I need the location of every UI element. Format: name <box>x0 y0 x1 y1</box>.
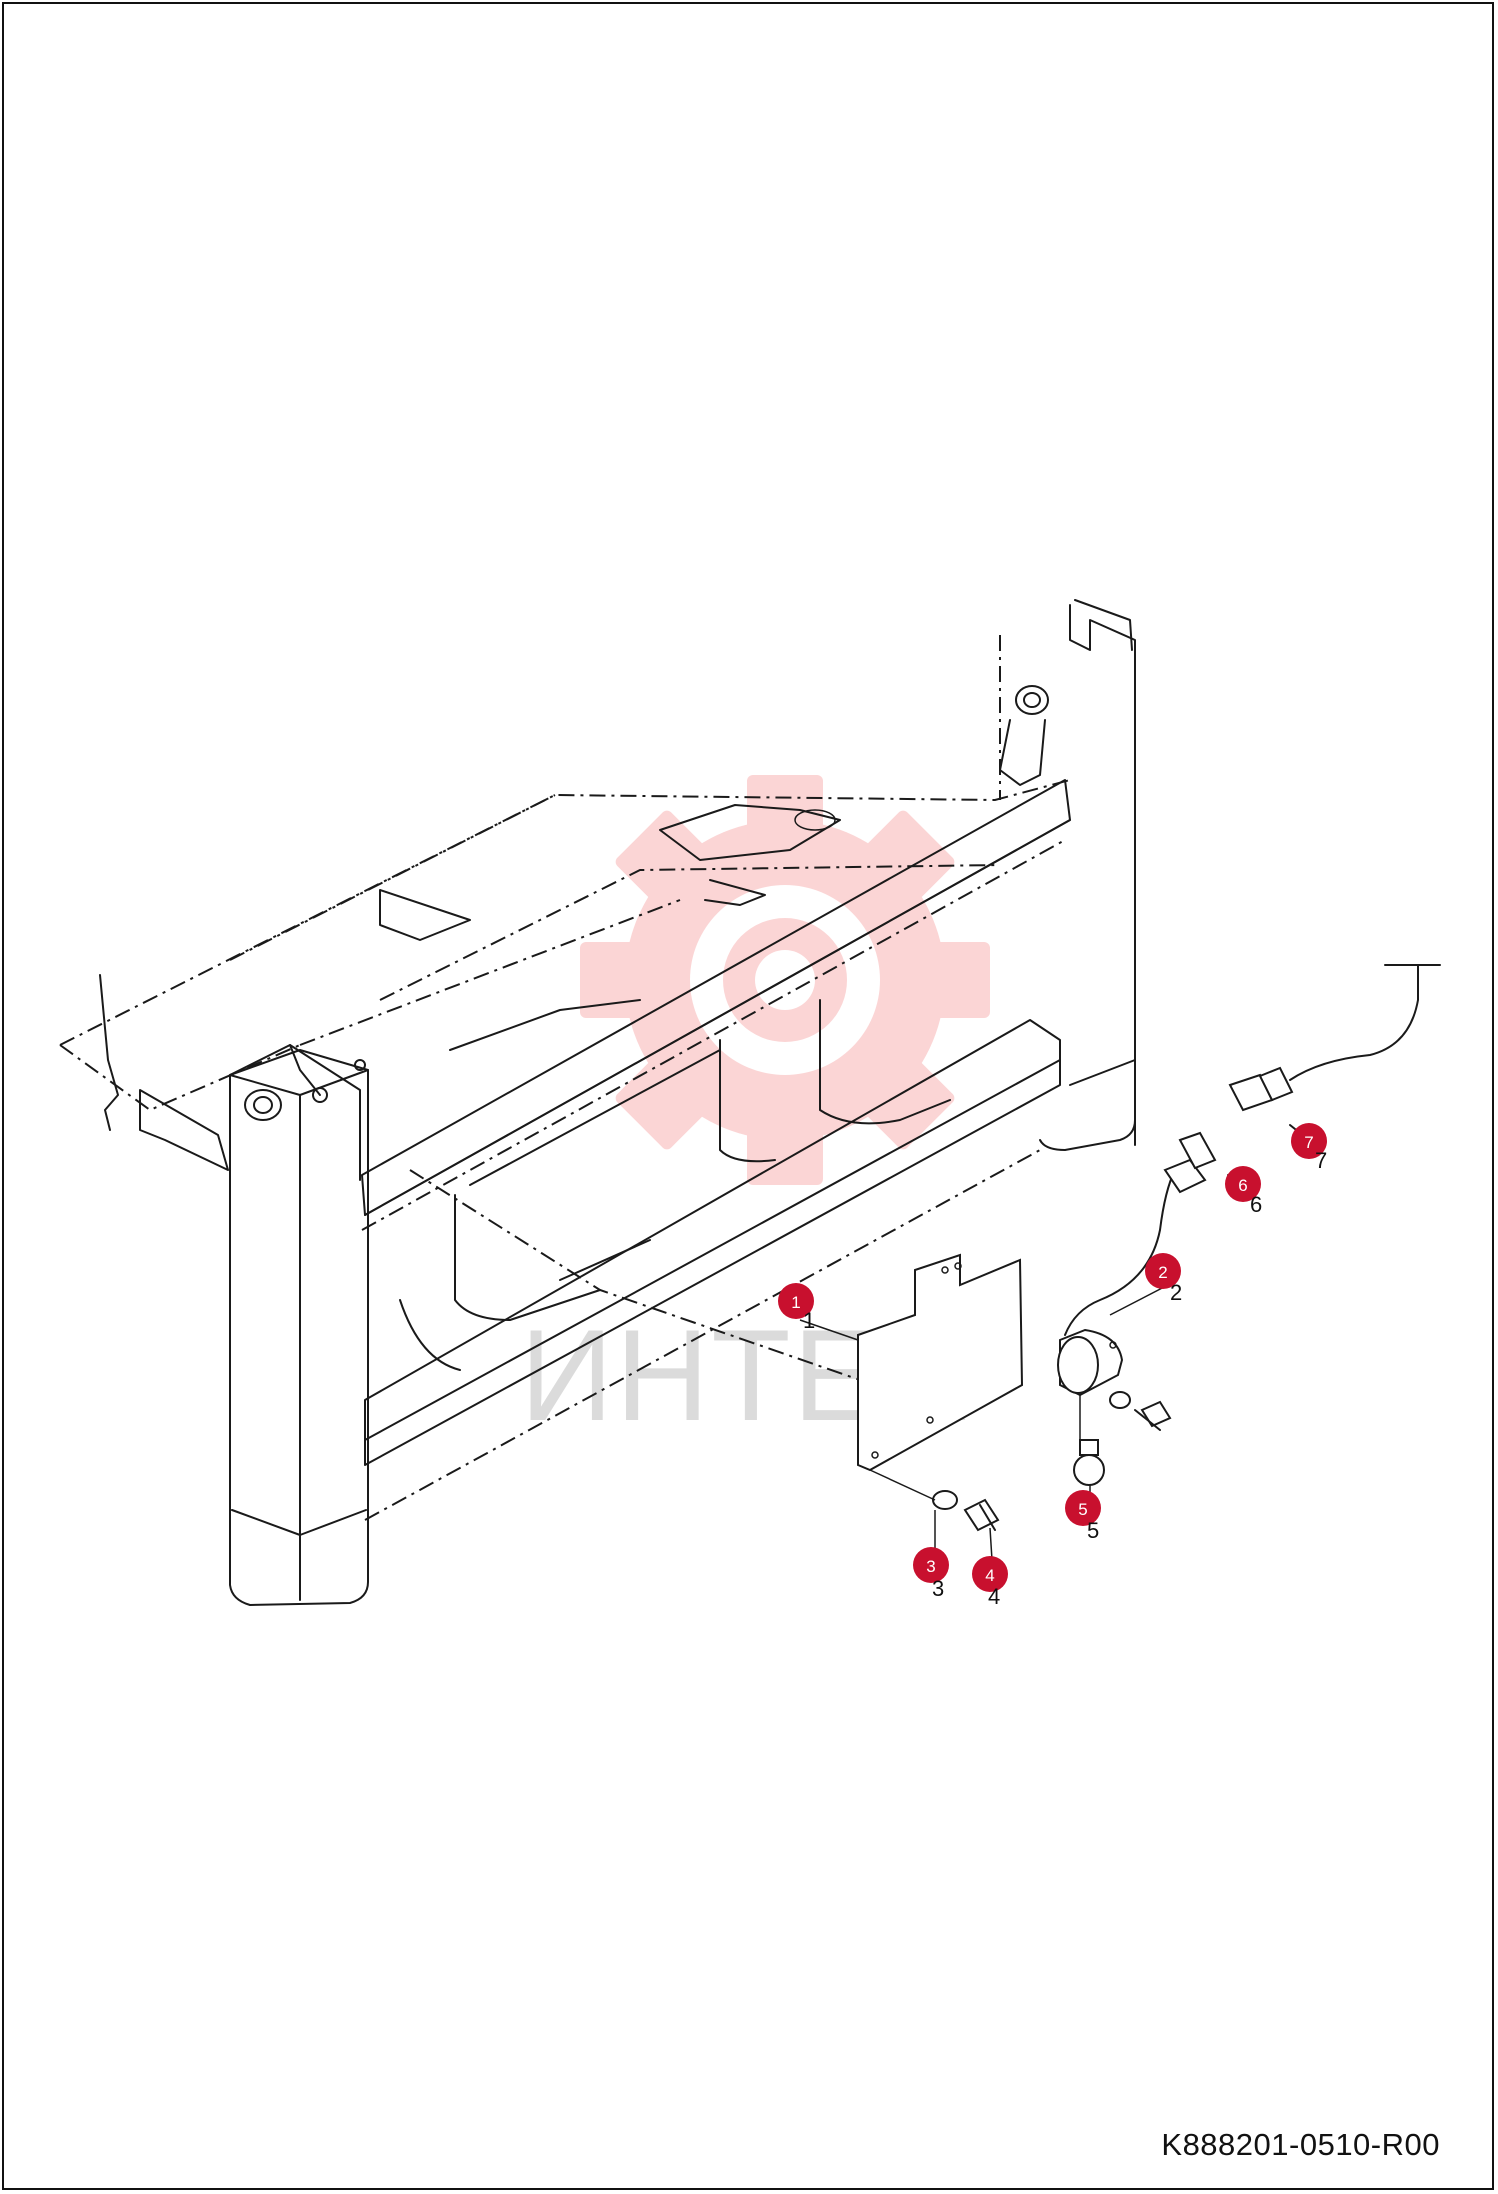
callout-3[interactable]: 3 3 <box>913 1547 949 1601</box>
callout-number: 2 <box>1158 1263 1167 1282</box>
part-1-license-plate-bracket[interactable] <box>799 1253 1024 1472</box>
truck-frame-structure <box>59 599 1136 1606</box>
part-label: 4 <box>988 1584 1000 1609</box>
part-5-bulb[interactable] <box>1073 1395 1105 1510</box>
part-label: 2 <box>1170 1280 1182 1305</box>
document-code: K888201-0510-R00 <box>1161 2127 1440 2162</box>
callout-number: 4 <box>985 1566 994 1585</box>
part-label: 3 <box>932 1576 944 1601</box>
callout-7[interactable]: 7 7 <box>1291 1123 1327 1173</box>
callout-5[interactable]: 5 5 <box>1065 1490 1101 1543</box>
callout-number: 1 <box>791 1293 800 1312</box>
part-3-washer[interactable] <box>932 1391 1131 1555</box>
callout-number: 6 <box>1238 1176 1247 1195</box>
part-label: 7 <box>1315 1148 1327 1173</box>
callout-number: 3 <box>926 1557 935 1576</box>
part-4-bolt[interactable] <box>869 1400 1172 1561</box>
part-label: 6 <box>1250 1192 1262 1217</box>
part-2-license-lamp[interactable] <box>1057 1284 1169 1397</box>
callout-6[interactable]: 6 6 <box>1225 1166 1262 1217</box>
callout-number: 7 <box>1304 1133 1313 1152</box>
callout-1[interactable]: 1 1 <box>778 1283 815 1333</box>
callout-2[interactable]: 2 2 <box>1145 1253 1182 1305</box>
part-label: 5 <box>1087 1518 1099 1543</box>
part-label: 1 <box>803 1308 815 1333</box>
callout-number: 5 <box>1078 1500 1087 1519</box>
lamp-wire-harness <box>1064 964 1441 1336</box>
callout-4[interactable]: 4 4 <box>972 1556 1008 1609</box>
